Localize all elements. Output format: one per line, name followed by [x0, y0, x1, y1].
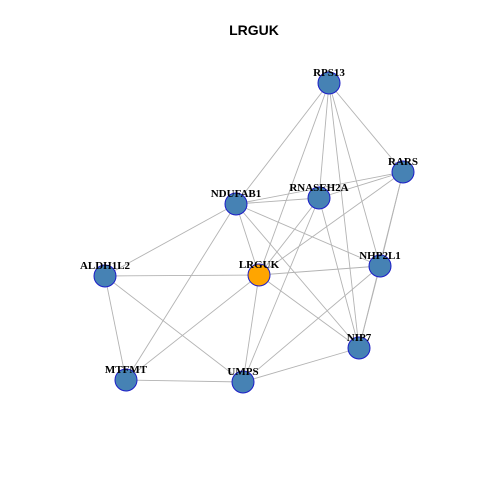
node-mtfmt[interactable] — [114, 368, 138, 392]
edge-rps13-rars — [328, 82, 404, 173]
edge-rps13-lrguk — [258, 82, 330, 276]
node-rnaseh2a[interactable] — [307, 186, 331, 210]
graph-title: LRGUK — [229, 22, 279, 38]
edge-nhp2l1-umps — [242, 265, 381, 383]
node-label-rnaseh2a: RNASEH2A — [289, 182, 348, 194]
edge-aldh1l2-mtfmt — [104, 275, 127, 381]
edge-ndufab1-nhp2l1 — [235, 203, 381, 267]
node-label-umps: UMPS — [227, 366, 258, 378]
node-label-ndufab1: NDUFAB1 — [211, 188, 262, 200]
edge-aldh1l2-umps — [104, 275, 244, 383]
edge-rnaseh2a-nip7 — [318, 197, 360, 349]
edge-ndufab1-aldh1l2 — [104, 203, 237, 277]
edge-rnaseh2a-lrguk — [258, 197, 320, 276]
edge-lrguk-nip7 — [258, 274, 360, 349]
node-label-lrguk: LRGUK — [239, 259, 280, 271]
node-label-mtfmt: MTFMT — [105, 364, 148, 376]
node-layer — [93, 71, 415, 394]
node-rars[interactable] — [391, 160, 415, 184]
edge-nip7-umps — [242, 347, 360, 383]
node-nip7[interactable] — [347, 336, 371, 360]
edge-layer — [104, 82, 404, 383]
edge-mtfmt-umps — [125, 379, 244, 383]
node-label-nhp2l1: NHP2L1 — [359, 250, 401, 262]
edge-rnaseh2a-umps — [242, 197, 320, 383]
edge-rps13-rnaseh2a — [318, 82, 330, 199]
edge-ndufab1-rnaseh2a — [235, 197, 320, 205]
edge-lrguk-umps — [242, 274, 260, 383]
edge-rps13-nip7 — [328, 82, 360, 349]
node-aldh1l2[interactable] — [93, 264, 117, 288]
node-label-nip7: NIP7 — [347, 332, 372, 344]
edge-rps13-ndufab1 — [235, 82, 330, 205]
node-label-aldh1l2: ALDH1L2 — [80, 260, 131, 272]
edge-rars-rnaseh2a — [318, 171, 404, 199]
node-label-rars: RARS — [388, 156, 418, 168]
node-rps13[interactable] — [317, 71, 341, 95]
edge-rps13-nhp2l1 — [328, 82, 381, 267]
edge-lrguk-nhp2l1 — [258, 265, 381, 276]
edge-rars-lrguk — [258, 171, 404, 276]
edge-ndufab1-lrguk — [235, 203, 260, 276]
node-umps[interactable] — [231, 370, 255, 394]
edge-aldh1l2-lrguk — [104, 274, 260, 277]
node-nhp2l1[interactable] — [368, 254, 392, 278]
edge-nhp2l1-nip7 — [358, 265, 381, 349]
edge-lrguk-mtfmt — [125, 274, 260, 381]
node-lrguk[interactable] — [247, 263, 271, 287]
node-label-rps13: RPS13 — [313, 67, 345, 79]
edge-ndufab1-nip7 — [235, 203, 360, 349]
node-ndufab1[interactable] — [224, 192, 248, 216]
edge-ndufab1-mtfmt — [125, 203, 237, 381]
